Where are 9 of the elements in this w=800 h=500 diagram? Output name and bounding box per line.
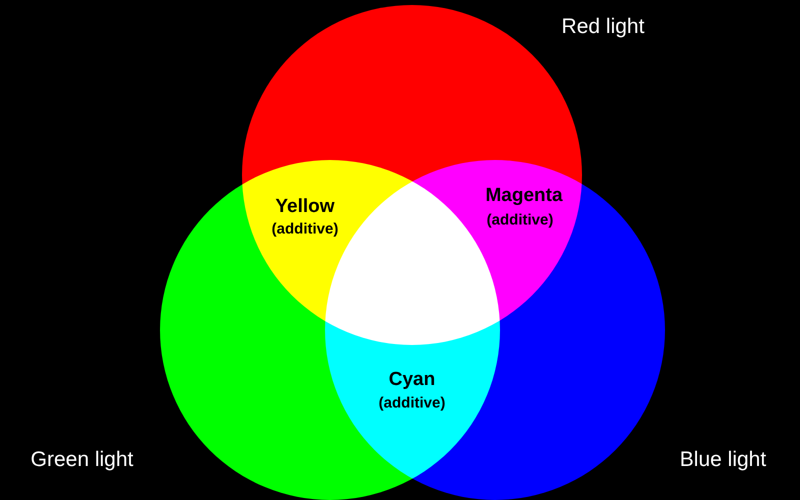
mixed-color-label: Magenta: [485, 185, 563, 207]
light-caption: Blue light: [680, 448, 766, 472]
mixed-color-label: Cyan: [388, 369, 436, 391]
additive-note: (additive): [486, 212, 554, 228]
additive-note: (additive): [378, 394, 446, 412]
light-caption: Green light: [30, 448, 134, 472]
additive-note: (additive): [272, 220, 338, 238]
light-caption: Red light: [562, 15, 644, 39]
mixed-color-label: Yellow: [275, 196, 335, 218]
